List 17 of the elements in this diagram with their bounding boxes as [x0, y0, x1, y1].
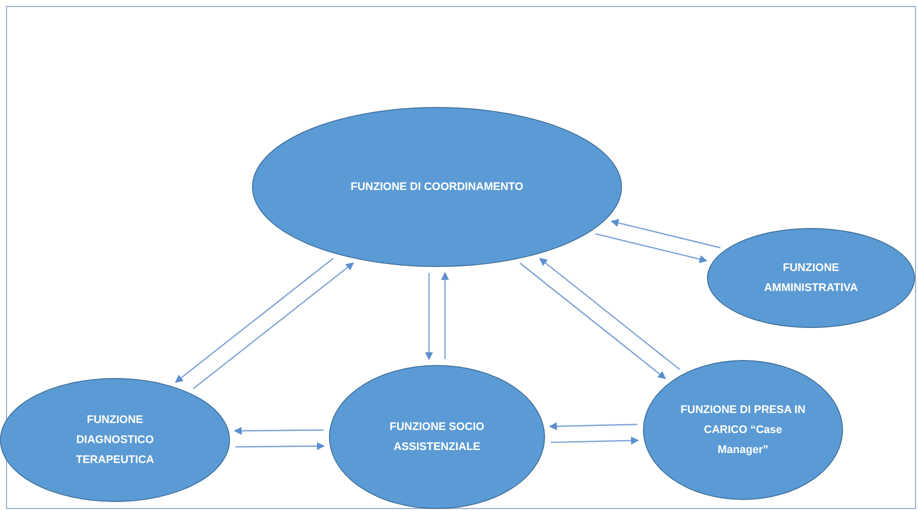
arrow: [192, 262, 354, 390]
arrow: [174, 258, 334, 383]
arrow: [539, 258, 680, 370]
arrow: [595, 233, 708, 264]
node-label: FUNZIONE DI COORDINAMENTO: [350, 180, 524, 195]
arrow: [520, 262, 666, 380]
arrow: [548, 422, 638, 430]
arrow: [550, 436, 640, 445]
arrow: [610, 219, 720, 248]
node-label: FUNZIONE AMMINISTRATIVA: [763, 261, 859, 296]
arrow: [234, 426, 324, 435]
node-label: FUNZIONE DIAGNOSTICO TERAPEUTICA: [74, 413, 156, 468]
node-label: FUNZIONE DI PRESA IN CARICO “Case Manager”: [680, 403, 806, 458]
arrow: [235, 442, 325, 450]
arrow: [441, 272, 449, 360]
arrow: [425, 272, 433, 360]
node-label: FUNZIONE SOCIO ASSISTENZIALE: [388, 420, 486, 455]
